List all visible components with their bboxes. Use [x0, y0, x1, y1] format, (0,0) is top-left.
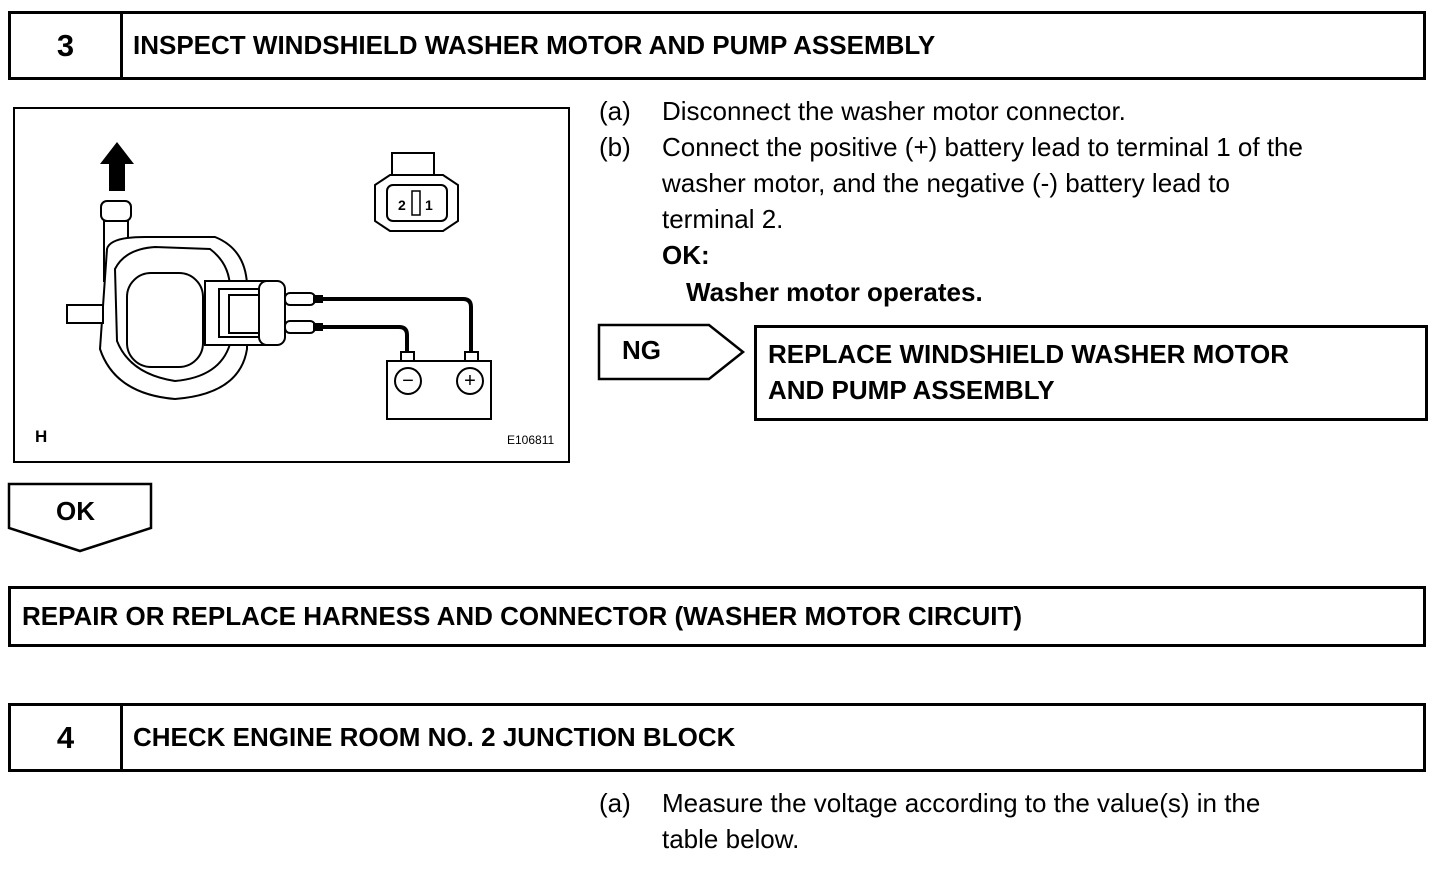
step-3-instruction-a: (a) Disconnect the washer motor connecto… [599, 93, 1439, 129]
washer-motor-test-diagram: 2 1 − + H E106811 [13, 107, 570, 463]
instruction-text-line-2: washer motor, and the negative (-) batte… [662, 168, 1230, 198]
repair-action-box: REPAIR OR REPLACE HARNESS AND CONNECTOR … [8, 586, 1426, 647]
ng-action-line-2: AND PUMP ASSEMBLY [768, 375, 1055, 405]
illustration-code: E106811 [507, 433, 555, 447]
ok-down-arrow [7, 482, 153, 553]
up-arrow-icon [100, 142, 134, 191]
ng-arrow [597, 323, 746, 381]
step-4-title: CHECK ENGINE ROOM NO. 2 JUNCTION BLOCK [133, 722, 736, 752]
step-3-title: INSPECT WINDSHIELD WASHER MOTOR AND PUMP… [133, 30, 936, 60]
instruction-text-line-1: Connect the positive (+) battery lead to… [662, 132, 1303, 162]
diagram-drawing [66, 142, 492, 420]
repair-action-text: REPAIR OR REPLACE HARNESS AND CONNECTOR … [22, 601, 1023, 631]
ok-criteria-label: OK: [662, 240, 710, 270]
battery-plus-label: + [464, 370, 476, 392]
instruction-label: (b) [599, 132, 631, 162]
step-3-number: 3 [11, 14, 123, 77]
connector-pin-1-label: 1 [425, 197, 433, 213]
ok-arrow-label: OK [56, 496, 95, 526]
instruction-text-line-2: table below. [662, 824, 800, 854]
battery-minus-label: − [402, 370, 414, 392]
ng-action-box: REPLACE WINDSHIELD WASHER MOTOR AND PUMP… [754, 325, 1428, 421]
instruction-label: (a) [599, 96, 631, 126]
instruction-text-line-3: terminal 2. [662, 204, 784, 234]
connector-pin-2-label: 2 [398, 197, 406, 213]
instruction-text-line-1: Measure the voltage according to the val… [662, 788, 1261, 818]
step-4-instruction-a: (a) Measure the voltage according to the… [599, 785, 1439, 857]
step-4-header: 4 CHECK ENGINE ROOM NO. 2 JUNCTION BLOCK [8, 703, 1426, 772]
ng-label: NG [622, 335, 661, 365]
ng-action-line-1: REPLACE WINDSHIELD WASHER MOTOR [768, 339, 1289, 369]
instruction-label: (a) [599, 788, 631, 818]
view-letter: H [35, 427, 48, 446]
step-3-instruction-b: (b) Connect the positive (+) battery lea… [599, 129, 1439, 237]
step-3-header: 3 INSPECT WINDSHIELD WASHER MOTOR AND PU… [8, 11, 1426, 80]
ok-criteria-result: Washer motor operates. [686, 277, 983, 307]
instruction-text: Disconnect the washer motor connector. [662, 96, 1126, 126]
step-4-number: 4 [11, 706, 123, 769]
